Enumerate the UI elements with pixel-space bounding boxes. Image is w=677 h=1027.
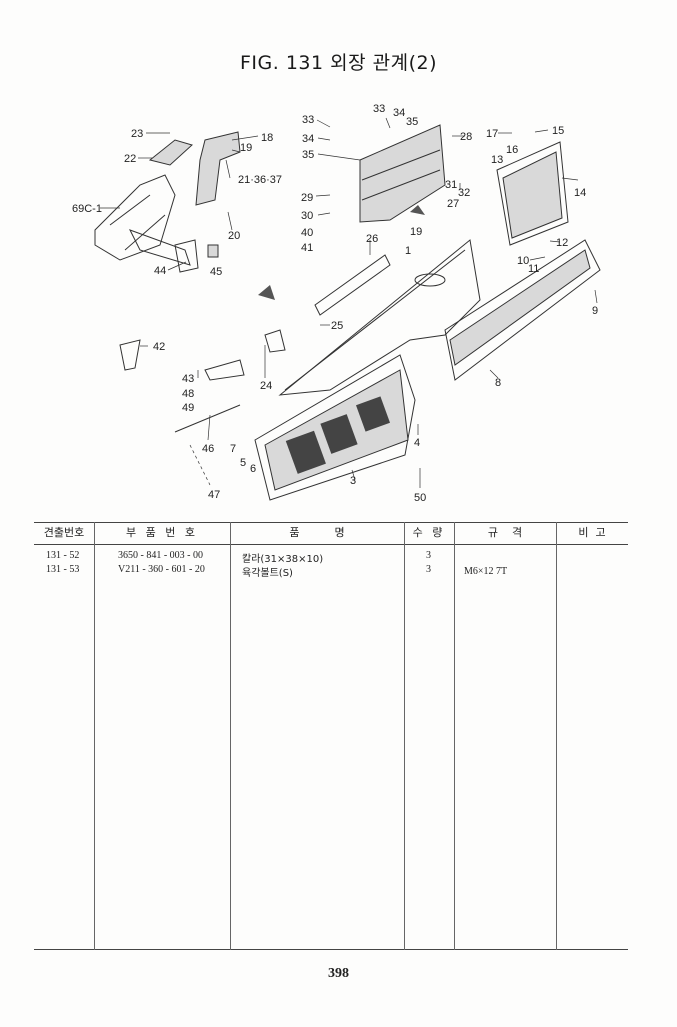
callout-47: 47 [208, 489, 220, 501]
callout-25: 25 [331, 320, 343, 332]
callout-26: 26 [366, 233, 378, 245]
callout-40: 40 [301, 227, 313, 239]
table-row-ref: 131 - 53 [46, 564, 80, 575]
callout-35a: 35 [302, 149, 314, 161]
callout-33b: 33 [373, 103, 385, 115]
table-row-qty: 3 [426, 564, 431, 575]
callout-6: 6 [250, 463, 256, 475]
callout-31: 31 [445, 179, 457, 191]
callout-5: 5 [240, 457, 246, 469]
callout-19b: 19 [410, 226, 422, 238]
callout-34b: 34 [393, 107, 405, 119]
callout-15: 15 [552, 125, 564, 137]
callout-69c-1: 69C-1 [72, 203, 102, 215]
leader-lines [100, 117, 598, 488]
callout-43: 43 [182, 373, 194, 385]
header-part-name: 품 명 [289, 526, 345, 539]
direction-arrow [258, 285, 275, 300]
grille-panel-3 [254, 354, 416, 501]
callout-29: 29 [301, 192, 313, 204]
callout-10: 10 [517, 255, 529, 267]
rail-26 [314, 254, 391, 316]
column-divider [556, 522, 557, 950]
callout-42: 42 [153, 341, 165, 353]
bracket-24 [204, 329, 286, 381]
callout-21: 21·36·37 [238, 174, 282, 186]
callout-4: 4 [414, 437, 420, 449]
bracket-42 [119, 339, 141, 371]
table-row-name: 육각볼트(S) [242, 568, 293, 579]
table-row-part: V211 - 360 - 601 - 20 [118, 564, 205, 575]
callout-24: 24 [260, 380, 272, 392]
parts-table: 견출번호 부 품 번 호 품 명 수 량 규 격 비 고 131 - 52 36… [34, 522, 628, 950]
callout-41: 41 [301, 242, 313, 254]
bracket-44-45 [174, 239, 219, 273]
header-remarks: 비 고 [578, 526, 606, 539]
callout-18: 18 [261, 132, 273, 144]
table-row-part: 3650 - 841 - 003 - 00 [118, 550, 203, 561]
callout-13: 13 [491, 154, 503, 166]
callout-49: 49 [182, 402, 194, 414]
table-top-rule [34, 522, 628, 523]
table-header-rule [34, 544, 628, 545]
callout-7: 7 [230, 443, 236, 455]
callout-3: 3 [350, 475, 356, 487]
column-divider [94, 522, 95, 950]
callout-33a: 33 [302, 114, 314, 126]
panel-13 [496, 141, 569, 246]
callout-16: 16 [506, 144, 518, 156]
rod-46 [174, 404, 241, 486]
column-divider [230, 522, 231, 950]
callout-48: 48 [182, 388, 194, 400]
figure-title: FIG. 131 외장 관계(2) [239, 52, 437, 74]
callout-30: 30 [301, 210, 313, 222]
side-cover-8 [444, 239, 601, 381]
callout-23: 23 [131, 128, 143, 140]
callout-14: 14 [574, 187, 586, 199]
exploded-parts-diagram: 1 3 4 5 6 7 8 9 10 11 12 13 14 15 16 17 … [72, 103, 601, 504]
left-frame-bracket [94, 174, 191, 266]
page-number: 398 [328, 966, 349, 981]
callout-32: 32 [458, 187, 470, 199]
upper-panel-28 [359, 124, 446, 223]
callout-44: 44 [154, 265, 166, 277]
callout-46: 46 [202, 443, 214, 455]
callout-27: 27 [447, 198, 459, 210]
callout-19a: 19 [240, 142, 252, 154]
header-part-number: 부 품 번 호 [126, 526, 198, 539]
callout-28: 28 [460, 131, 472, 143]
callout-17: 17 [486, 128, 498, 140]
table-bottom-rule [34, 949, 628, 950]
callout-11: 11 [528, 263, 539, 275]
callout-labels: 1 3 4 5 6 7 8 9 10 11 12 13 14 15 16 17 … [72, 103, 598, 504]
table-row-name: 칼라(31×38×10) [242, 554, 324, 565]
header-spec: 규 격 [487, 526, 523, 539]
column-divider [454, 522, 455, 950]
callout-20: 20 [228, 230, 240, 242]
table-row-spec: M6×12 7T [464, 566, 508, 577]
plate-22 [148, 139, 193, 166]
side-panel-1 [278, 239, 481, 396]
header-quantity: 수 량 [412, 526, 446, 539]
table-row-qty: 3 [426, 550, 431, 561]
callout-50: 50 [414, 492, 426, 504]
callout-45: 45 [210, 266, 222, 278]
upper-bracket-18 [195, 131, 241, 206]
callout-34a: 34 [302, 133, 314, 145]
callout-35b: 35 [406, 116, 418, 128]
header-ref: 견출번호 [43, 526, 85, 539]
callout-1: 1 [405, 245, 411, 257]
callout-9: 9 [592, 305, 598, 317]
callout-22: 22 [124, 153, 136, 165]
callout-12: 12 [556, 237, 568, 249]
callout-8: 8 [495, 377, 501, 389]
column-divider [404, 522, 405, 950]
table-row-ref: 131 - 52 [46, 550, 80, 561]
